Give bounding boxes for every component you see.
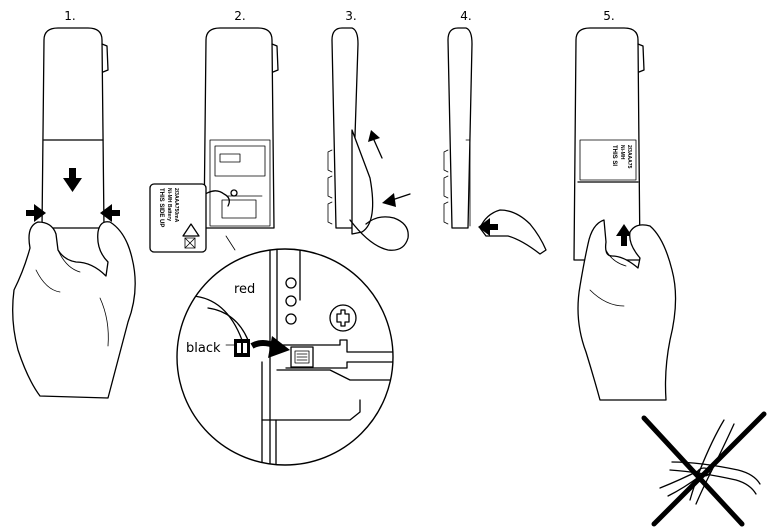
battery-plug (234, 339, 250, 357)
screw-icon (329, 304, 357, 332)
battery-cover (351, 129, 374, 235)
battery-pack (149, 183, 207, 253)
arrow-icon (26, 204, 46, 222)
handset-body (41, 27, 105, 229)
recycle-icon (182, 223, 200, 237)
step-3-illustration (327, 27, 411, 251)
step-5-illustration: THIS SI Ni-MH 2/3AAA75 (573, 27, 677, 401)
step-2-illustration: THIS SIDE UP Ni-MH Battery 2/3AAA750mA (149, 27, 279, 253)
battery-label-line3: 2/3AAA750mA (173, 188, 179, 223)
handset-side (447, 27, 473, 229)
step-number-2: 2. (234, 9, 245, 23)
arrow-icon (616, 224, 632, 246)
arrow-icon (63, 168, 82, 192)
arrow-icon (250, 336, 290, 358)
step-4-illustration (443, 27, 547, 255)
step-number-3: 3. (345, 9, 356, 23)
arrow-icon (100, 204, 120, 222)
hand (12, 221, 136, 399)
handset5-label-line3: 2/3AAA75 (626, 145, 632, 169)
step-1-illustration (12, 27, 136, 399)
battery-label-line2: Ni-MH Battery (166, 188, 172, 221)
handset-body (203, 27, 275, 229)
handset5-label-line1: THIS SI (611, 145, 617, 166)
handset-body (573, 27, 641, 261)
arrow-icon (368, 130, 383, 159)
step-number-5: 5. (603, 9, 614, 23)
crossed-bin-icon (184, 237, 196, 249)
handset5-label-line2: Ni-MH (619, 145, 625, 160)
finger (479, 209, 547, 255)
wire-label-black: black (186, 341, 221, 356)
step-number-1: 1. (64, 9, 75, 23)
step-number-4: 4. (460, 9, 471, 23)
no-pliers-icon (641, 411, 767, 527)
connector-detail: red black (176, 235, 394, 466)
wire-label-red: red (234, 282, 255, 297)
arrow-icon (478, 218, 498, 236)
arrow-icon (382, 193, 411, 207)
hand (577, 219, 677, 401)
battery-label-line1: THIS SIDE UP (158, 188, 164, 227)
